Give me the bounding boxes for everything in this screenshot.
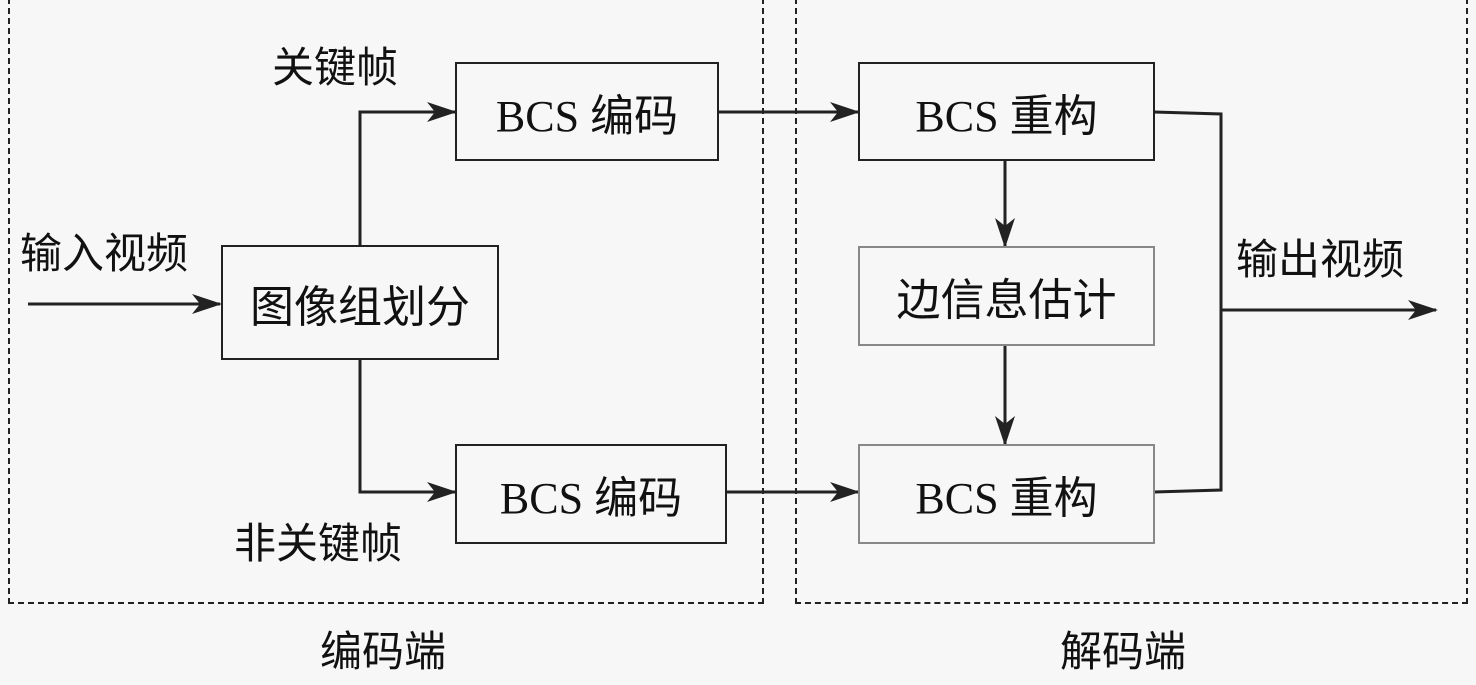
bcs-reconstruct-nonkey-box[interactable]: BCS 重构 [858,444,1155,544]
bcs-encode-nonkey-text: BCS 编码 [499,474,683,523]
bcs-reconstruct-key-box[interactable]: BCS 重构 [858,62,1155,161]
bcs-reconstruct-nonkey-text: BCS 重构 [915,474,1098,523]
side-info-estimation-box[interactable]: 边信息估计 [858,246,1155,346]
non-key-frame-label: 非关键帧 [234,522,403,568]
decoder-caption: 解码端 [1060,630,1187,676]
key-frame-label: 关键帧 [272,46,399,92]
bcs-reconstruct-key-text: BCS 重构 [915,91,1098,141]
input-video-label: 输入视频 [20,232,189,278]
arrow-gop-to-nonkey-encode [358,360,457,502]
line-key-reconstruct-to-merge [1153,110,1223,494]
bcs-encode-nonkey-box[interactable]: BCS 编码 [455,444,727,544]
encoder-caption: 编码端 [320,630,447,676]
bcs-encode-key-box[interactable]: BCS 编码 [455,62,719,161]
gop-partition-text: 图像组划分 [250,282,470,332]
gop-partition-box[interactable]: 图像组划分 [221,245,499,360]
encoder-region [8,0,764,604]
decoder-region [795,0,1468,604]
bcs-encode-key-text: BCS 编码 [495,91,679,141]
side-info-estimation-text: 边信息估计 [896,276,1117,325]
arrow-gop-to-key-encode [358,102,457,246]
output-video-label: 输出视频 [1236,238,1405,284]
